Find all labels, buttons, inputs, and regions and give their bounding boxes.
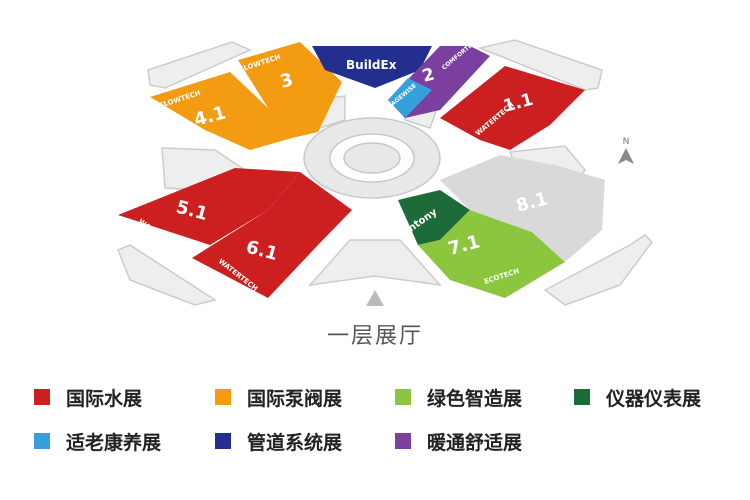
legend-item-hvac: 暖通舒适展: [395, 428, 522, 454]
legend-label-pump-valve: 国际泵阀展: [247, 387, 343, 410]
hall-3-number: 3: [278, 69, 296, 93]
exhibition-floor-map: FLOWTECH 4.1 FLOWTECH 3 BuildEx AGEWISE …: [117, 36, 653, 306]
legend-item-instrument: 仪器仪表展: [574, 384, 701, 410]
buildex-brand: BuildEx: [346, 58, 397, 72]
floor-label: 一层展厅: [326, 324, 423, 349]
wing-sw-outer: [117, 244, 217, 306]
legend-item-pump-valve: 国际泵阀展: [215, 384, 342, 410]
legend-label-piping: 管道系统展: [247, 431, 343, 454]
hall-buildex[interactable]: BuildEx: [312, 46, 432, 88]
legend-swatch-water: [34, 389, 50, 405]
legend-item-piping: 管道系统展: [215, 428, 342, 454]
legend-swatch-pump-valve: [215, 389, 231, 405]
legend-label-water: 国际水展: [66, 387, 143, 410]
north-arrow: N: [618, 137, 634, 164]
legend-swatch-hvac: [395, 433, 411, 449]
legend-label-hvac: 暖通舒适展: [427, 431, 523, 454]
north-arrow-icon: [618, 148, 634, 164]
north-label: N: [623, 137, 630, 147]
hall-8-1[interactable]: 8.1: [440, 155, 605, 262]
hall-instrument[interactable]: Intony: [398, 190, 470, 245]
legend-label-green-manufacturing: 绿色智造展: [427, 387, 523, 410]
entrance-arrow-icon: [366, 290, 384, 306]
legend-swatch-elderly-care: [34, 433, 50, 449]
hall-7-1[interactable]: 7.1 ECOTECH: [418, 210, 565, 298]
legend-item-water: 国际水展: [34, 384, 142, 410]
legend-swatch-green-manufacturing: [395, 389, 411, 405]
hall-2-number: 2: [420, 64, 437, 86]
legend-swatch-instrument: [574, 389, 590, 405]
legend-swatch-piping: [215, 433, 231, 449]
hall-2[interactable]: AGEWISE 2 COMFORTECH: [388, 36, 490, 118]
hall-6-1[interactable]: 6.1 WATERTECH: [192, 172, 352, 298]
wing-ne-outer: [477, 39, 603, 91]
legend-label-elderly-care: 适老康养展: [66, 431, 162, 454]
legend-item-elderly-care: 适老康养展: [34, 428, 161, 454]
wing-se-outer: [543, 234, 653, 306]
wing-s: [308, 239, 442, 287]
hall-3[interactable]: FLOWTECH 3: [238, 42, 342, 138]
legend-label-instrument: 仪器仪表展: [606, 387, 702, 410]
central-plaza: [303, 117, 441, 199]
hall-1-1[interactable]: 1.1 WATERTECH: [440, 66, 585, 150]
hall-2-agewise-zone: [388, 78, 432, 118]
wing-nw-outer: [147, 41, 252, 89]
hall-4-1[interactable]: FLOWTECH 4.1: [150, 72, 292, 150]
legend-item-green-manufacturing: 绿色智造展: [395, 384, 522, 410]
